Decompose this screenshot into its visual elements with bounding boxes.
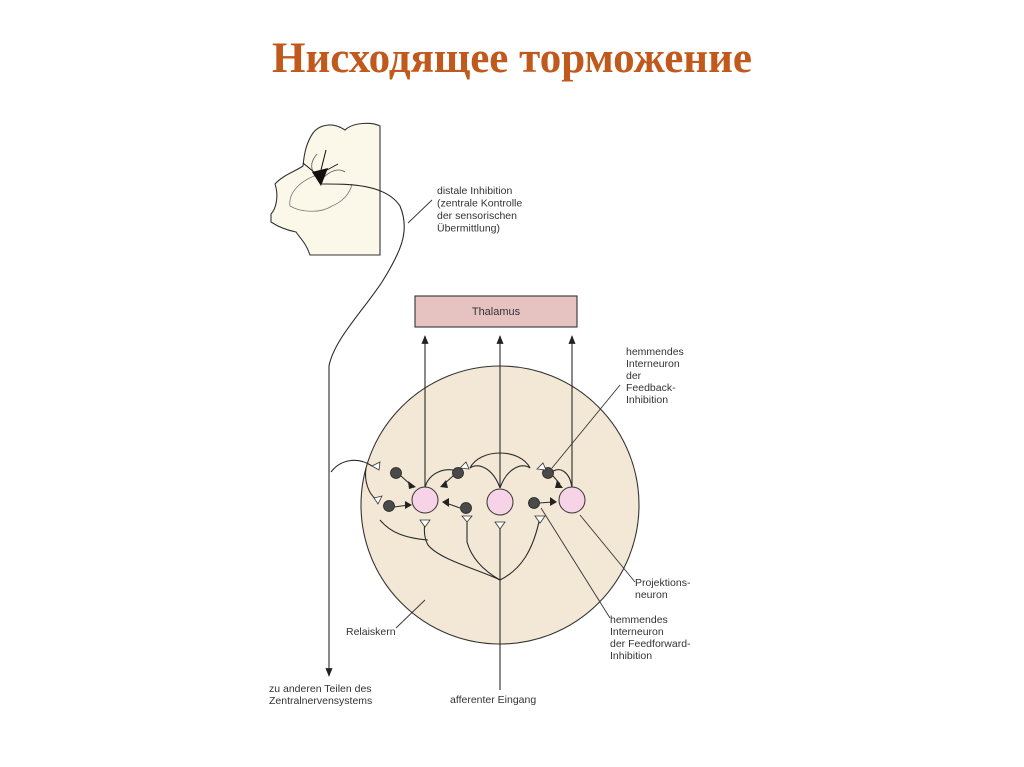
slide-title: Нисходящее торможение	[272, 35, 752, 82]
inhibitory-synapse-4	[442, 498, 449, 507]
descending-axon	[321, 183, 405, 677]
excitatory-terminal-1	[371, 461, 381, 471]
feedback-arc-right	[551, 469, 573, 489]
afferent-branch-left	[423, 520, 501, 581]
excitatory-terminal-4	[461, 515, 473, 523]
thalamus-box	[414, 295, 578, 328]
projection-neuron-center	[486, 488, 514, 516]
excitatory-terminal-3	[419, 519, 431, 528]
inhibitory-synapse-5	[555, 480, 563, 488]
cns-label: zu anderen Teilen des Zentralnervensyste…	[269, 683, 374, 707]
thalamus-label: Thalamus	[472, 306, 521, 318]
feedforward-interneuron-label: hemmendes Interneuron der Feedforward- I…	[610, 614, 693, 662]
excitatory-terminal-8	[459, 461, 470, 470]
relay-nucleus-label: Relaiskern	[346, 626, 396, 638]
inhibitory-synapse-3	[440, 480, 448, 488]
leader-projection	[579, 514, 636, 583]
descending-collateral	[330, 459, 373, 473]
distal-inhibition-label: distale Inhibition (zentrale Kontrolle d…	[437, 185, 525, 235]
leader-relay	[395, 599, 426, 629]
interneuron-feedback-left	[452, 467, 464, 479]
projection-neuron-label: Projektions- neuron	[635, 577, 693, 601]
afferent-branch-center-left	[466, 517, 501, 581]
afferent-branch-right	[499, 516, 541, 581]
projection-neuron-left	[411, 486, 439, 514]
projection-neuron-right	[558, 486, 586, 514]
feedback-interneuron-label: hemmendes Interneuron der Feedback- Inhi…	[626, 346, 687, 406]
excitatory-terminal-5	[494, 521, 506, 530]
interneuron-upper-left	[390, 467, 402, 479]
inhibitory-synapse-1	[408, 481, 416, 489]
interneuron-lower-left	[383, 500, 395, 512]
excitatory-terminal-2	[373, 495, 383, 505]
leader-feedforward	[540, 507, 611, 619]
feedback-link-left	[469, 465, 501, 489]
afferent-input-label: afferenter Eingang	[450, 694, 536, 706]
interneuron-feedforward-left	[460, 502, 472, 514]
excitatory-terminal-7	[536, 462, 547, 471]
inhibitory-synapse-2	[405, 501, 412, 509]
leader-feedback	[551, 384, 621, 469]
excitatory-terminal-6	[534, 515, 546, 524]
afferent-branch-outer-left	[379, 519, 429, 541]
interneuron-feedforward-right	[528, 497, 540, 509]
leader-distal	[407, 199, 433, 224]
feedback-link-right	[499, 465, 531, 489]
inhibitory-synapse-6	[550, 497, 557, 506]
feedback-arc-center	[469, 452, 531, 469]
cortex-fragment	[270, 122, 381, 256]
cortical-neuron	[302, 149, 339, 186]
